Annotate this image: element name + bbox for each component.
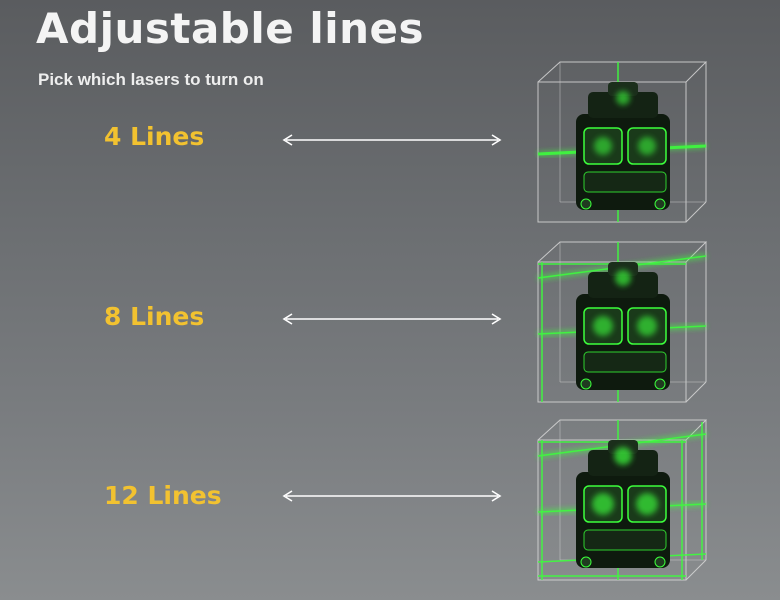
page-title: Adjustable lines (36, 4, 425, 53)
laser-level-device-4-lines (537, 61, 708, 223)
option-label-4-lines: 4 Lines (104, 122, 205, 151)
laser-level-device-8-lines (537, 241, 708, 403)
double-arrow-icon (282, 134, 502, 146)
double-arrow-icon (282, 490, 502, 502)
double-arrow-icon (282, 313, 502, 325)
option-label-12-lines: 12 Lines (104, 481, 222, 510)
page-subtitle: Pick which lasers to turn on (38, 70, 264, 89)
option-label-8-lines: 8 Lines (104, 302, 205, 331)
laser-level-device-12-lines (537, 419, 708, 581)
